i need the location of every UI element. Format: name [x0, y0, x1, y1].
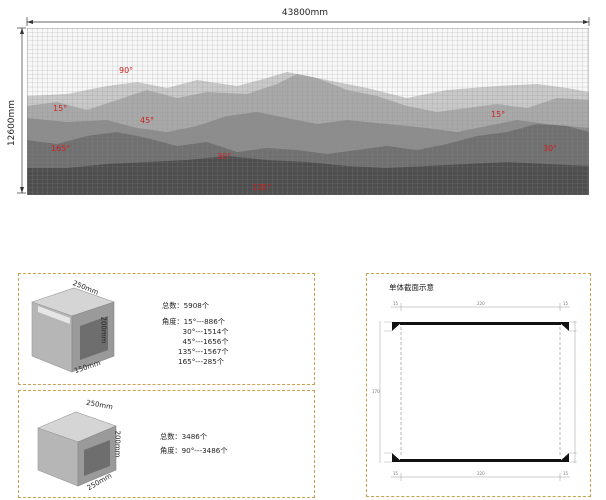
section-dim-side: 170 [372, 389, 380, 394]
module-b-cube [37, 411, 117, 487]
module-a-panel [18, 273, 315, 385]
height-label: 12600mm [7, 99, 17, 147]
module-b-panel [18, 390, 315, 498]
module-a-total: 总数：5908个 [162, 301, 210, 310]
section-dim-bot-left: 15 [393, 471, 399, 476]
mountain-grid-wall [27, 28, 589, 195]
angle-label: 15° [491, 110, 506, 119]
section-dim-bot-mid: 220 [477, 471, 485, 476]
angle-label: 15° [53, 104, 68, 113]
width-label: 43800mm [281, 8, 329, 18]
section-drawing: 15 220 15 15 220 15 170 [372, 301, 577, 481]
section-title: 单体截面示意 [389, 283, 434, 292]
module-a-dim-right: 200mm [99, 316, 108, 344]
section-dim-top-left: 15 [393, 301, 399, 306]
angle-label: 165° [51, 144, 71, 153]
section-dim-bot-right: 15 [563, 471, 569, 476]
angle-label: 45° [140, 116, 155, 125]
section-dim-top-mid: 220 [477, 301, 485, 306]
height-dimension-line [17, 27, 26, 194]
section-panel [366, 273, 591, 497]
module-b-angles: 角度：90°---3486个 [160, 446, 228, 455]
module-a-cube [31, 287, 115, 373]
section-dim-top-right: 15 [563, 301, 569, 306]
angle-label: 135° [252, 183, 272, 192]
module-b-dim-right: 200mm [113, 430, 122, 458]
angle-label: 30° [217, 152, 232, 161]
angle-label: 90° [119, 66, 134, 75]
angle-label: 30° [543, 144, 558, 153]
module-b-total: 总数：3486个 [160, 432, 208, 441]
module-a-angles: 角度：15°---886个 30°---1514个 45°---1656个 13… [162, 317, 229, 366]
width-dimension-line [26, 17, 590, 26]
